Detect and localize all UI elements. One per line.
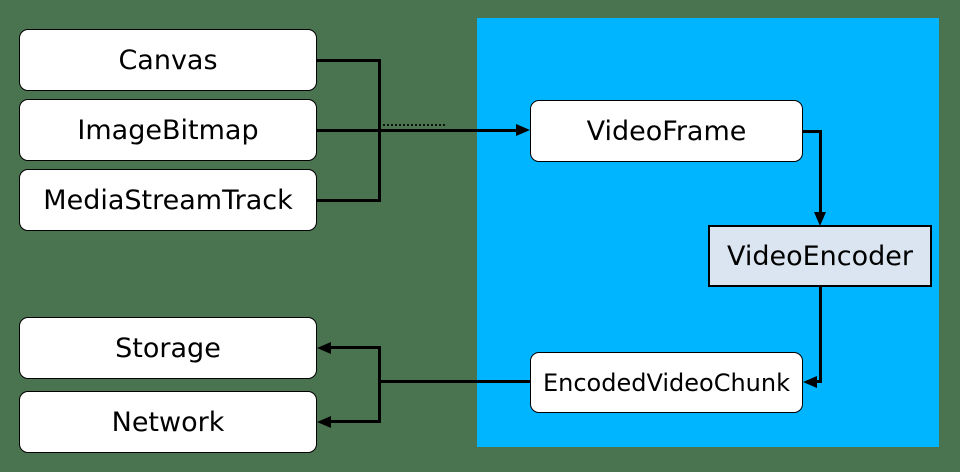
wire-videoencoder-to-chunk-horizontal	[815, 380, 822, 383]
arrowhead-into-videoencoder	[814, 212, 826, 226]
wire-junction-to-network	[331, 420, 381, 423]
wire-videoencoder-to-chunk-vertical	[819, 287, 822, 383]
wire-sink-junction-vertical	[378, 346, 381, 423]
node-mediastreamtrack: MediaStreamTrack	[19, 169, 317, 231]
dotted-overlap-artifact	[383, 124, 445, 126]
wire-imagebitmap-to-videoframe	[317, 129, 516, 132]
wire-mediastreamtrack-to-junction	[317, 199, 381, 202]
wire-videoframe-exit-horizontal	[803, 130, 822, 133]
wire-junction-to-storage	[331, 346, 381, 349]
node-videoframe: VideoFrame	[530, 100, 803, 162]
node-storage: Storage	[19, 317, 317, 379]
arrowhead-into-storage	[317, 342, 331, 354]
arrowhead-into-encodedvideochunk	[803, 376, 817, 388]
wire-chunk-to-sink-junction	[378, 380, 530, 383]
node-videoencoder: VideoEncoder	[708, 225, 932, 287]
node-encodedvideochunk: EncodedVideoChunk	[530, 352, 803, 413]
node-network: Network	[19, 391, 317, 453]
node-imagebitmap: ImageBitmap	[19, 99, 317, 161]
arrowhead-into-videoframe	[516, 124, 530, 136]
wire-videoframe-to-videoencoder-vertical	[819, 130, 822, 212]
node-canvas: Canvas	[19, 29, 317, 91]
wire-canvas-to-junction	[317, 59, 381, 62]
arrowhead-into-network	[317, 416, 331, 428]
